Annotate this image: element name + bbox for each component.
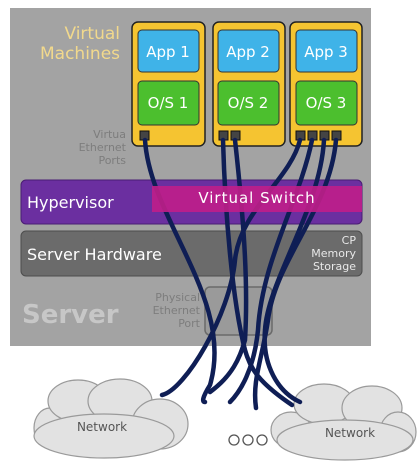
vm-2-os-label: O/S 2 [227,94,269,112]
network-label: Network [76,420,128,434]
vm-1-os-block [137,80,200,126]
ports-label-line: Virtua [93,128,126,141]
more-networks-dots [228,434,268,446]
vm-1-app-block [137,29,200,73]
vm-3-os-block [295,80,358,126]
virtual-machines-label-line: Machines [40,44,121,64]
vm-2 [212,21,286,147]
vm-2-os-block [217,80,280,126]
hardware-resources-label: CP Memory Storage [300,234,356,273]
hardware-resource: CP [341,234,356,247]
vm-3-os-label: O/S 3 [305,94,347,112]
physical-port-label-line: Physical [155,291,200,304]
network-cloud-2 [270,383,417,461]
vm-1-app-label: App 1 [146,43,190,61]
vm-2-app-block [217,29,280,73]
network-cloud-1 [33,378,189,459]
ports-label-line: Ethernet [78,141,126,154]
vm-1-os-label: O/S 1 [147,94,189,112]
physical-port-label-line: Port [178,317,200,330]
physical-port-label-line: Ethernet [152,304,200,317]
hypervisor-label: Hypervisor [27,193,114,212]
virtual-machines-label-line: Virtual [64,24,120,44]
hardware-resource: Storage [312,260,356,273]
server-label: Server [22,300,119,330]
virtual-switch [152,186,362,212]
cable [227,137,315,405]
vm-3-app-label: App 3 [304,43,348,61]
ports-label-line: Ports [98,154,126,167]
virtual-machines-label: Virtual Machines [40,24,120,64]
physical-ethernet-port-label: Physical Ethernet Port [126,291,200,330]
vm-3 [289,21,363,147]
server-hardware-label: Server Hardware [27,245,162,264]
virtual-ethernet-ports-label: Virtua Ethernet Ports [60,128,126,167]
vm-3-app-block [295,29,358,73]
vm-1 [131,21,206,147]
hardware-resource: Memory [311,247,356,260]
virtual-switch-label: Virtual Switch [198,189,316,207]
network-label: Network [324,426,376,440]
cable [159,137,303,398]
vm-2-app-label: App 2 [226,43,270,61]
